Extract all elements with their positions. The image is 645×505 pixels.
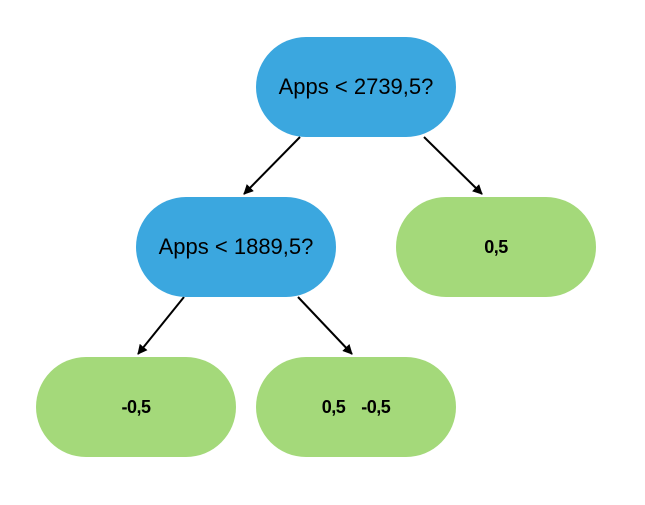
edge-left-to-left-left-leaf [137, 296, 185, 355]
root-decision-node: Apps < 2739,5? [256, 37, 456, 137]
left-right-leaf-values: 0,5 -0,5 [322, 397, 391, 418]
left-decision-label: Apps < 1889,5? [158, 234, 314, 259]
right-leaf-node: 0,5 [396, 197, 596, 297]
right-leaf-value: 0,5 [484, 236, 508, 257]
left-decision-node: Apps < 1889,5? [136, 197, 336, 297]
edge-root-to-left [243, 136, 301, 195]
root-decision-label: Apps < 2739,5? [278, 74, 434, 99]
left-right-leaf-node: 0,5 -0,5 [256, 357, 456, 457]
left-right-leaf-value-1: 0,5 [321, 396, 346, 417]
left-right-leaf-value-2: -0,5 [361, 396, 391, 417]
left-left-leaf-value: -0,5 [121, 396, 151, 417]
left-left-leaf-node: -0,5 [36, 357, 236, 457]
edge-left-to-left-right-leaf [297, 296, 353, 355]
edge-root-to-right-leaf [423, 136, 483, 195]
